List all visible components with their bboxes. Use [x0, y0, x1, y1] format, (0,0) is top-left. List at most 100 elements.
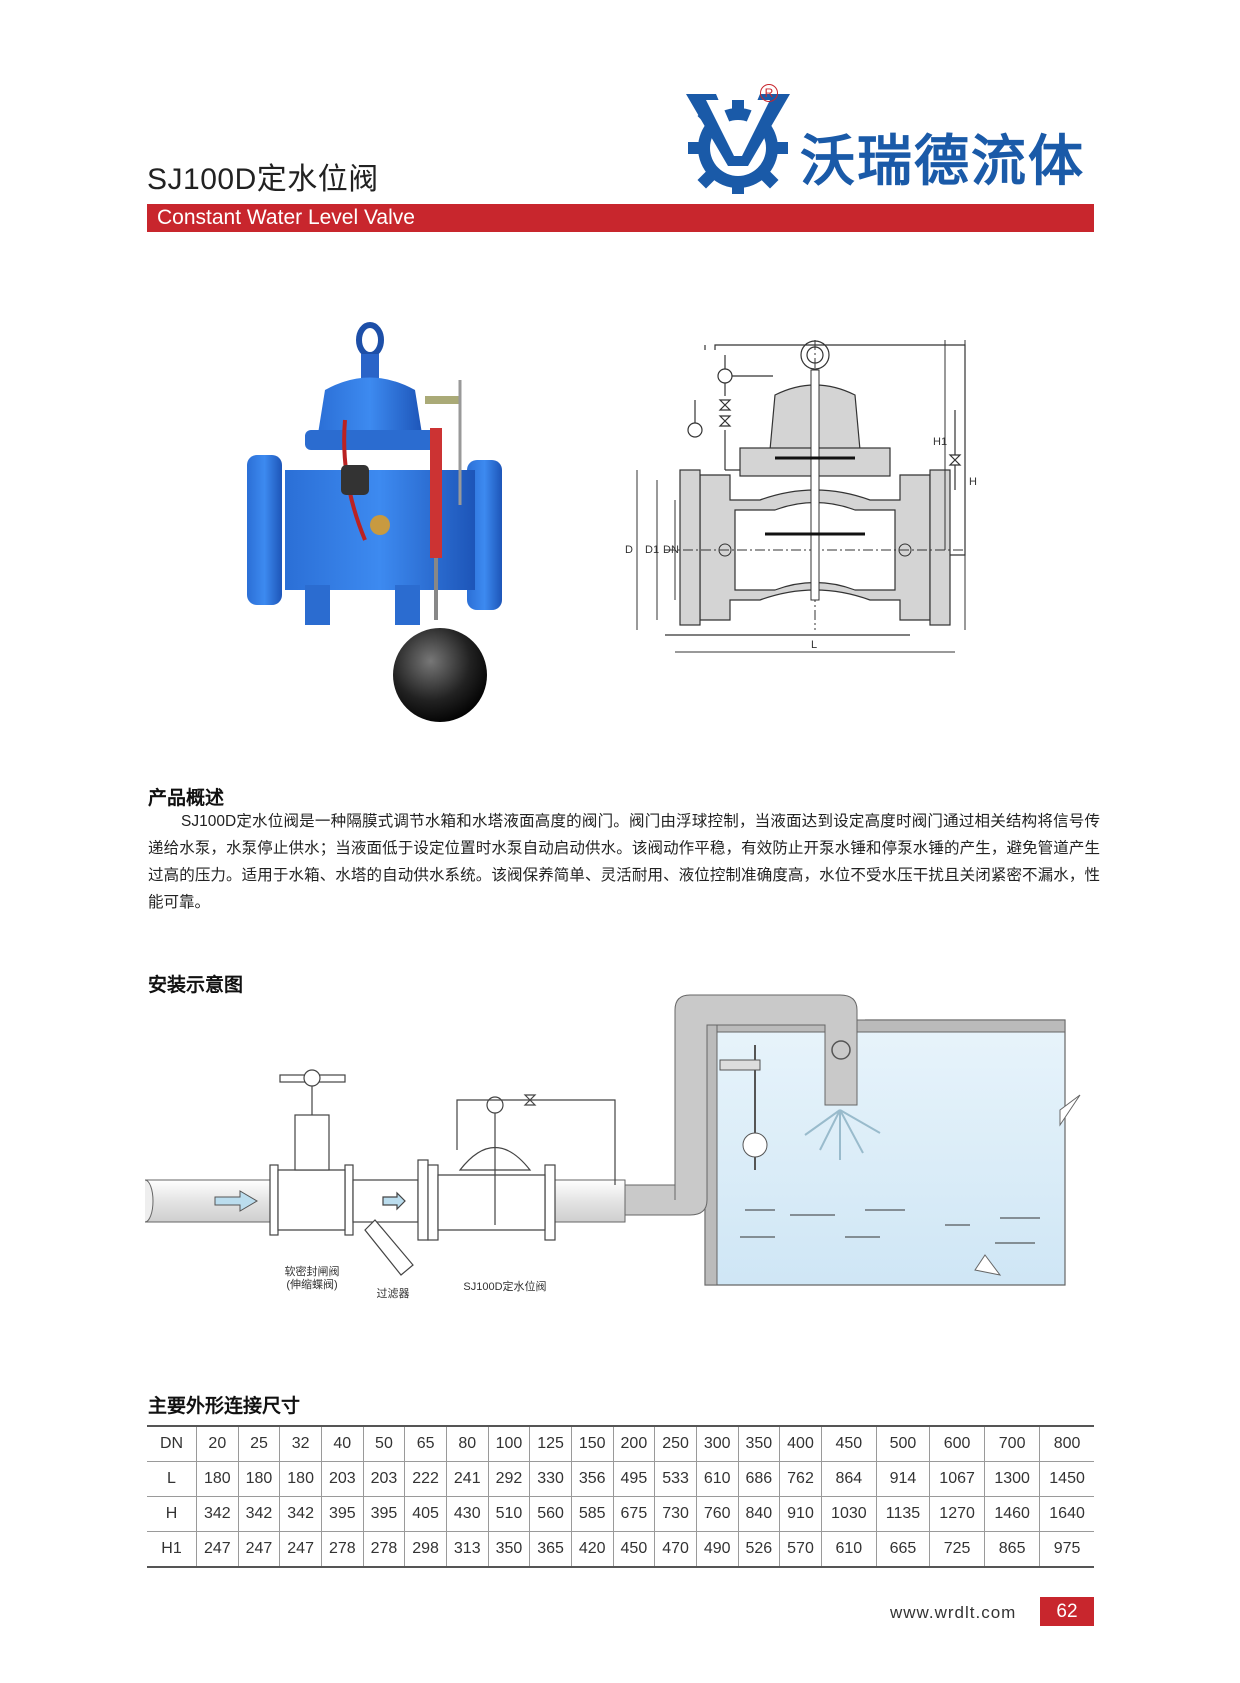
- row-header-cell: H: [147, 1496, 197, 1532]
- dim-label-l: L: [811, 639, 817, 651]
- dim-label-d1: D1: [645, 544, 659, 556]
- table-cell: 1300: [984, 1461, 1041, 1497]
- dim-label-d: D: [625, 544, 633, 556]
- table-cell: 40: [320, 1425, 364, 1462]
- table-cell: 32: [279, 1425, 322, 1462]
- table-cell: 495: [612, 1461, 656, 1497]
- valve-label: SJ100D定水位阀: [463, 1279, 546, 1293]
- table-cell: 200: [612, 1425, 656, 1462]
- brand-name: 沃瑞德流体: [800, 129, 1086, 193]
- table-cell: 600: [929, 1425, 986, 1462]
- table-cell: 725: [929, 1531, 986, 1568]
- registered-mark: R: [760, 84, 778, 102]
- table-cell: 298: [404, 1531, 447, 1568]
- table-cell: 395: [320, 1496, 364, 1532]
- table-cell: 1270: [929, 1496, 986, 1532]
- table-cell: 342: [196, 1496, 239, 1532]
- table-cell: 510: [487, 1496, 531, 1532]
- table-cell: 400: [779, 1425, 822, 1462]
- table-cell: 730: [654, 1496, 697, 1532]
- table-cell: 1067: [929, 1461, 986, 1497]
- table-cell: 686: [737, 1461, 781, 1497]
- table-cell: 1640: [1039, 1496, 1094, 1532]
- valve-section-drawing: D D1 DN L H H1: [625, 340, 977, 653]
- dim-label-h1: H1: [933, 436, 947, 448]
- table-cell: 420: [570, 1531, 614, 1568]
- table-cell: 50: [362, 1425, 406, 1462]
- table-cell: 762: [779, 1461, 822, 1497]
- page-number: 62: [1040, 1597, 1094, 1626]
- table-cell: 20: [196, 1425, 239, 1462]
- table-cell: 395: [362, 1496, 406, 1532]
- table-cell: 278: [362, 1531, 406, 1568]
- table-cell: 610: [820, 1531, 877, 1568]
- dim-label-h: H: [969, 476, 977, 488]
- table-cell: 222: [404, 1461, 447, 1497]
- table-cell: 430: [445, 1496, 489, 1532]
- table-cell: 700: [984, 1425, 1041, 1462]
- row-header-cell: L: [147, 1461, 197, 1497]
- title-bar: [147, 204, 1094, 232]
- table-cell: 250: [654, 1425, 697, 1462]
- table-cell: 1030: [820, 1496, 877, 1532]
- table-cell: 1450: [1039, 1461, 1094, 1497]
- table-cell: 914: [875, 1461, 931, 1497]
- table-cell: 665: [875, 1531, 931, 1568]
- table-cell: 405: [404, 1496, 447, 1532]
- filter-label: 过滤器: [377, 1287, 410, 1300]
- table-cell: 975: [1039, 1531, 1094, 1568]
- table-cell: 560: [529, 1496, 572, 1532]
- table-cell: 278: [320, 1531, 364, 1568]
- table-cell: 840: [737, 1496, 781, 1532]
- installation-diagram: 软密封闸阀 (伸缩蝶阀) 过滤器 SJ100D定水位阀: [145, 994, 1081, 1300]
- page-title: SJ100D定水位阀: [147, 163, 379, 196]
- table-cell: 533: [654, 1461, 697, 1497]
- table-cell: 180: [279, 1461, 322, 1497]
- table-cell: 350: [737, 1425, 781, 1462]
- table-cell: 365: [529, 1531, 572, 1568]
- table-cell: 585: [570, 1496, 614, 1532]
- table-cell: 180: [237, 1461, 281, 1497]
- table-cell: 247: [196, 1531, 239, 1568]
- table-cell: 125: [529, 1425, 572, 1462]
- table-cell: 800: [1039, 1425, 1094, 1462]
- table-cell: 865: [984, 1531, 1041, 1568]
- table-cell: 910: [779, 1496, 822, 1532]
- row-header-cell: H1: [147, 1531, 197, 1568]
- website-url: www.wrdlt.com: [890, 1603, 1017, 1622]
- gear-logo-icon: [686, 94, 790, 194]
- page-subtitle: Constant Water Level Valve: [157, 206, 415, 229]
- table-cell: 313: [445, 1531, 489, 1568]
- table-cell: 356: [570, 1461, 614, 1497]
- table-cell: 25: [237, 1425, 281, 1462]
- table-cell: 450: [612, 1531, 656, 1568]
- table-cell: 526: [737, 1531, 781, 1568]
- table-cell: 350: [487, 1531, 531, 1568]
- table-cell: 1135: [875, 1496, 931, 1532]
- gate-valve-label: 软密封闸阀: [285, 1264, 340, 1278]
- table-cell: 150: [570, 1425, 614, 1462]
- table-cell: 342: [279, 1496, 322, 1532]
- table-cell: 203: [362, 1461, 406, 1497]
- table-cell: 180: [196, 1461, 239, 1497]
- installation-heading: 安装示意图: [148, 975, 244, 996]
- table-cell: 490: [695, 1531, 739, 1568]
- table-cell: 342: [237, 1496, 281, 1532]
- table-cell: 470: [654, 1531, 697, 1568]
- overview-heading: 产品概述: [148, 788, 225, 809]
- brand-logo: [686, 94, 790, 194]
- dimensions-heading: 主要外形连接尺寸: [148, 1396, 301, 1417]
- overview-text: SJ100D定水位阀是一种隔膜式调节水箱和水塔液面高度的阀门。阀门由浮球控制，当…: [148, 813, 1100, 911]
- row-header-cell: DN: [147, 1425, 197, 1462]
- table-cell: 500: [875, 1425, 931, 1462]
- table-cell: 241: [445, 1461, 489, 1497]
- table-cell: 450: [820, 1425, 877, 1462]
- table-cell: 65: [404, 1425, 447, 1462]
- table-cell: 675: [612, 1496, 656, 1532]
- table-cell: 292: [487, 1461, 531, 1497]
